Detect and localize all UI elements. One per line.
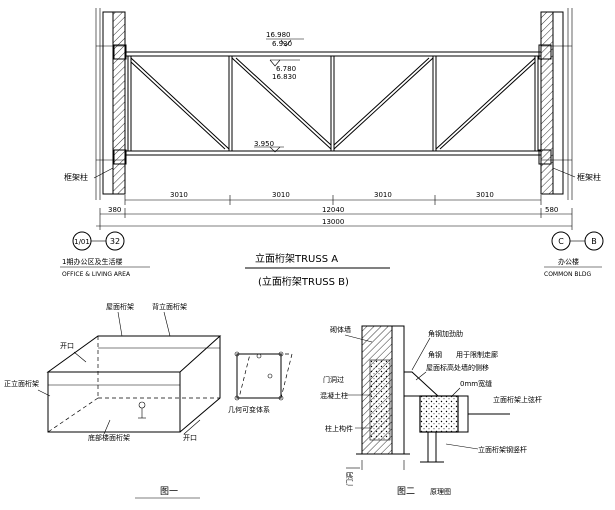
fig1-bottom-truss: 底部楼面桁架 [88, 433, 130, 442]
fig2-caption-note: 原理图 [430, 488, 451, 496]
svg-text:580: 580 [545, 206, 558, 214]
figure-1: 屋面桁架 背立面桁架 开口 正立面桁架 底部楼面桁架 开口 几何可变体系 图一 [4, 302, 293, 499]
fig2-truss-bottom: 立面桁架钢竖杆 [478, 445, 527, 454]
dimension-panels: 3010 3010 3010 3010 [124, 191, 542, 205]
fig2-truss-upper: 立面桁架上弦杆 [493, 395, 542, 404]
svg-text:6.780: 6.780 [276, 65, 296, 73]
right-column-hatched [540, 11, 554, 195]
svg-text:16.830: 16.830 [272, 73, 297, 81]
svg-text:32: 32 [110, 237, 120, 246]
truss-verticals [127, 56, 539, 151]
fig1-opening-bottom: 开口 [183, 434, 197, 442]
fig2-angle-steel: 角钢 [428, 350, 442, 359]
svg-text:13000: 13000 [322, 218, 344, 226]
svg-text:B: B [591, 237, 597, 246]
figure-2: 砌体墙 角钢加劲肋 角钢 用于限制走廊 屋面标高处墙的侧移 0mm宽缝 门洞过 … [320, 325, 542, 497]
fig2-truss-chord [419, 395, 459, 433]
elevation-marker-bottom: 3.950 [254, 140, 284, 153]
svg-text:3010: 3010 [170, 191, 188, 199]
fig2-masonry-label: 砌体墙 [330, 325, 351, 334]
left-column-hatched [112, 11, 126, 195]
left-column-label: 框架柱 [64, 172, 88, 182]
fig2-roof-note: 屋面标高处墙的侧移 [426, 363, 489, 372]
svg-text:16.980: 16.980 [266, 31, 291, 39]
right-column-label: 框架柱 [577, 172, 601, 182]
fig1-geometric: 几何可变体系 [228, 405, 270, 414]
truss-diagonals [130, 57, 536, 150]
fig2-caption: 图二 [397, 486, 415, 497]
fig1-back-truss: 背立面桁架 [152, 302, 187, 311]
fig2-angle-stiffener: 角钢加劲肋 [428, 329, 463, 338]
dimension-inner: 380 12040 580 [99, 206, 573, 230]
left-building-cn: 1期办公区及生活楼 [62, 257, 122, 266]
left-building-en: OFFICE & LIVING AREA [62, 271, 131, 278]
fig2-angle-note: 用于限制走廊 [456, 350, 498, 359]
right-building-cn: 办公楼 [558, 257, 579, 266]
fig2-door-transom: 门洞过 [323, 375, 344, 384]
truss-elevation: 16.980 6.930 6.780 16.830 3.950 框架柱 框架柱 [60, 8, 604, 288]
left-column-outer [102, 11, 114, 195]
svg-text:380: 380 [108, 206, 121, 214]
fig2-structural-column: 柱上构件 [325, 424, 353, 433]
svg-text:3010: 3010 [374, 191, 392, 199]
dimension-overall: 13000 [96, 218, 572, 227]
axis-bubble-right: C B [551, 231, 604, 251]
fig2-door: 门洞 [345, 472, 354, 486]
axis-bubble-left: 1/01 32 [72, 231, 125, 251]
svg-text:3.950: 3.950 [254, 140, 274, 148]
svg-text:3010: 3010 [476, 191, 494, 199]
fig1-opening-top: 开口 [60, 342, 74, 350]
right-building-en: COMMON BLDG [544, 271, 591, 278]
fig1-roof-truss: 屋面桁架 [106, 302, 134, 311]
fig2-gap: 0mm宽缝 [460, 379, 492, 388]
svg-text:3010: 3010 [272, 191, 290, 199]
fig1-front-truss: 正立面桁架 [4, 379, 39, 388]
svg-text:12040: 12040 [322, 206, 344, 214]
svg-text:C: C [558, 237, 564, 246]
title-sub: (立面桁架TRUSS B) [258, 275, 349, 288]
svg-text:6.930: 6.930 [272, 40, 292, 48]
elevation-marker-mid: 6.780 16.830 [269, 59, 300, 81]
fig1-caption: 图一 [160, 486, 178, 497]
svg-text:1/01: 1/01 [74, 238, 90, 246]
title-main: 立面桁架TRUSS A [255, 252, 338, 265]
fig2-lintel: 混凝土柱 [320, 391, 348, 400]
right-column-outer [552, 11, 564, 195]
elevation-marker-top: 16.980 6.930 [266, 31, 304, 48]
